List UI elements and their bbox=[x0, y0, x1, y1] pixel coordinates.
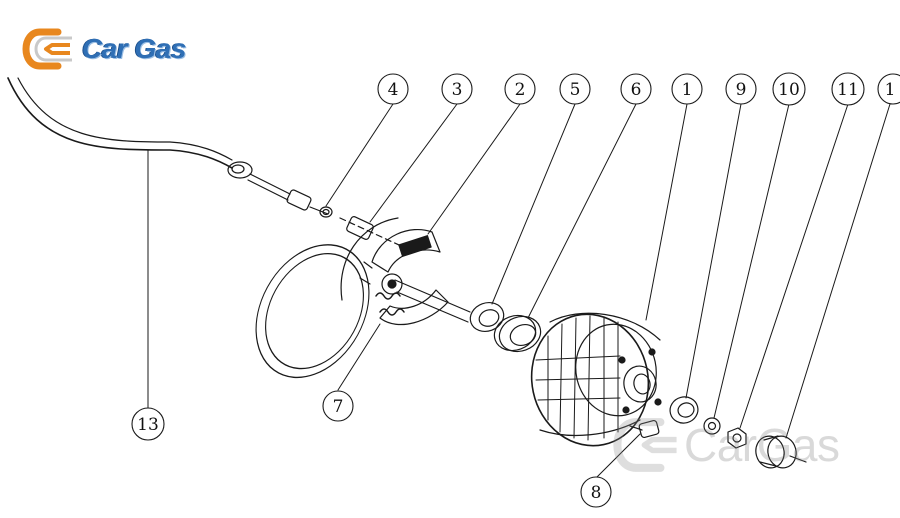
svg-text:3: 3 bbox=[452, 80, 463, 100]
snap-ring bbox=[319, 206, 333, 218]
callout-9: 9 bbox=[725, 73, 757, 105]
washer bbox=[703, 417, 721, 435]
svg-text:6: 6 bbox=[631, 80, 642, 100]
svg-text:4: 4 bbox=[388, 80, 399, 100]
svg-text:13: 13 bbox=[137, 415, 159, 435]
svg-text:5: 5 bbox=[570, 80, 581, 100]
svg-text:10: 10 bbox=[778, 80, 800, 100]
callout-2: 2 bbox=[504, 73, 536, 105]
axle-stub bbox=[339, 216, 471, 323]
leader-lines bbox=[147, 103, 891, 479]
car-gas-logo-icon bbox=[22, 28, 72, 70]
callout-10: 10 bbox=[772, 72, 806, 106]
inner-seal bbox=[469, 302, 505, 332]
svg-text:1: 1 bbox=[885, 80, 896, 100]
car-gas-logo: Car Gas bbox=[22, 26, 186, 72]
axle-nut bbox=[727, 427, 747, 449]
callout-group: 4 3 2 5 6 1 9 bbox=[131, 72, 900, 508]
callout-4: 4 bbox=[377, 73, 409, 105]
svg-text:11: 11 bbox=[837, 80, 859, 100]
inner-bearing bbox=[493, 314, 542, 353]
svg-text:2: 2 bbox=[515, 80, 526, 100]
callout-11: 11 bbox=[831, 72, 865, 106]
callout-1: 1 bbox=[671, 73, 703, 105]
car-gas-watermark: CarGas bbox=[612, 414, 840, 476]
callout-6: 6 bbox=[620, 73, 652, 105]
callout-8: 8 bbox=[580, 476, 612, 508]
car-gas-logo-text: Car Gas bbox=[82, 33, 186, 64]
brake-drum-hub bbox=[530, 312, 662, 447]
svg-text:8: 8 bbox=[591, 483, 602, 503]
svg-text:1: 1 bbox=[682, 80, 693, 100]
callout-7: 7 bbox=[322, 390, 354, 422]
svg-text:9: 9 bbox=[736, 80, 747, 100]
callout-5: 5 bbox=[559, 73, 591, 105]
car-gas-watermark-icon bbox=[613, 418, 677, 472]
wheel-stud bbox=[629, 419, 660, 439]
car-gas-watermark-text: CarGas bbox=[684, 419, 840, 471]
brake-shoe-assembly bbox=[359, 228, 449, 326]
outer-bearing bbox=[669, 396, 699, 424]
callout-13: 13 bbox=[131, 407, 165, 441]
callout-12-partial: 1 bbox=[877, 73, 900, 105]
dust-cap bbox=[755, 435, 807, 469]
svg-text:7: 7 bbox=[333, 397, 344, 417]
parking-brake-cable bbox=[7, 77, 291, 201]
brake-backing-plate bbox=[255, 217, 399, 379]
callout-3: 3 bbox=[441, 73, 473, 105]
cable-end-fitting bbox=[286, 189, 329, 215]
